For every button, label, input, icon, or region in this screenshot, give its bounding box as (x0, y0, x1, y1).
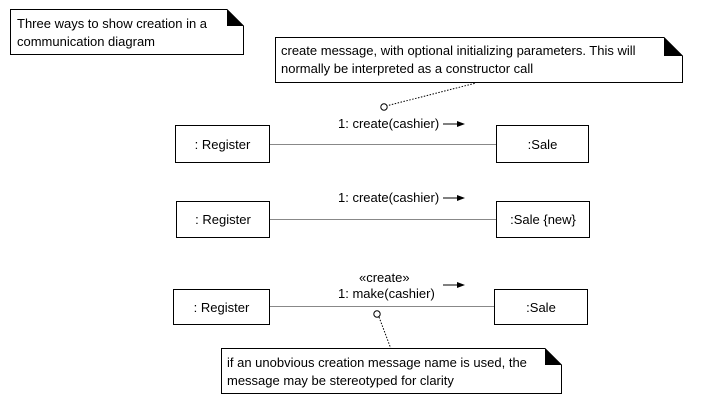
stereotype-label-3: «create» (359, 270, 410, 285)
register-lifeline-3: : Register (173, 289, 270, 325)
sale-label-3: :Sale (526, 299, 556, 315)
register-label-3: : Register (193, 299, 250, 315)
bottom-note-shape (221, 348, 562, 394)
title-note-fold (227, 9, 244, 26)
bottom-note-line2: message may be stereotyped for clarity (227, 373, 454, 388)
message-label-1: 1: create(cashier) (338, 116, 440, 131)
sale-lifeline-2: :Sale {new} (496, 201, 590, 238)
bottom-note-anchor-line (378, 316, 392, 350)
bottom-note-line1: if an unobvious creation message name is… (227, 355, 527, 370)
message-label-2: 1: create(cashier) (338, 190, 440, 205)
title-note-shape (10, 9, 244, 55)
top-note-anchor-circle (380, 103, 388, 111)
sale-lifeline-3: :Sale (494, 289, 588, 325)
top-note-shape (275, 37, 683, 83)
top-note-line1: create message, with optional initializi… (281, 43, 636, 58)
top-note: create message, with optional initializi… (281, 42, 636, 78)
register-lifeline-1: : Register (175, 125, 270, 163)
title-note-line1: Three ways to show creation in a (17, 16, 208, 31)
top-note-anchor-line (385, 82, 477, 107)
register-label-1: : Register (194, 136, 251, 152)
sale-label-2: :Sale {new} (510, 212, 576, 227)
message-label-3: 1: make(cashier) (338, 286, 435, 301)
bottom-note: if an unobvious creation message name is… (227, 354, 527, 390)
bottom-note-anchor-circle (373, 310, 381, 318)
title-note: Three ways to show creation in a communi… (17, 15, 207, 51)
sale-label-1: :Sale (527, 136, 558, 152)
sale-lifeline-1: :Sale (496, 125, 589, 163)
title-note-line2: communication diagram (17, 34, 156, 49)
bottom-note-fold (545, 348, 562, 365)
register-label-2: : Register (195, 212, 251, 227)
top-note-fold (664, 37, 683, 56)
register-lifeline-2: : Register (176, 201, 270, 238)
top-note-line2: normally be interpreted as a constructor… (281, 61, 534, 76)
